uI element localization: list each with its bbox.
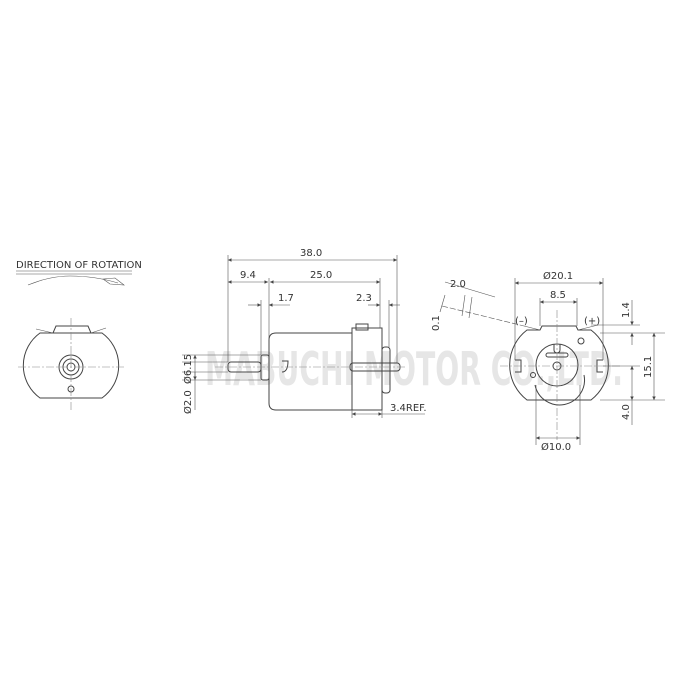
rear-view: (–) (+) 2.0 0.1 Ø20.1 8.5 Ø10.0 1.4 15.1… [431,270,665,453]
dim-body-length: 25.0 [310,270,332,281]
dim-bushing-length: 1.7 [278,293,294,304]
dim-body-diameter: Ø20.1 [543,270,573,282]
dim-terminal-width: 2.0 [450,279,466,290]
dim-body-height: 15.1 [643,356,654,378]
dim-boss-diameter: Ø10.0 [541,441,571,453]
dim-bushing-diameter: Ø6.15 [182,354,194,384]
front-view: DIRECTION OF ROTATION [16,260,142,410]
rotation-title: DIRECTION OF ROTATION [16,260,142,271]
positive-terminal-label: (+) [584,316,600,327]
dim-overall-length: 38.0 [300,248,322,259]
negative-terminal-label: (–) [515,316,528,327]
dim-terminal-spacing: 8.5 [550,290,566,301]
dim-rear-length: 2.3 [356,293,372,304]
dim-shaft-diameter: Ø2.0 [182,390,194,414]
dim-terminal-height: 1.4 [621,302,632,318]
watermark: MABUCHI MOTOR CO.,LTD. [205,342,623,396]
dim-terminal-thickness: 0.1 [431,315,442,331]
dim-bottom-offset: 4.0 [621,404,632,420]
dim-shaft-length: 9.4 [240,270,256,281]
rotation-arrow-icon [27,275,125,286]
side-view: 38.0 9.4 25.0 1.7 2.3 Ø6.15 Ø2.0 3.4REF. [182,248,427,418]
dim-cap-ref: 3.4REF. [390,403,427,414]
